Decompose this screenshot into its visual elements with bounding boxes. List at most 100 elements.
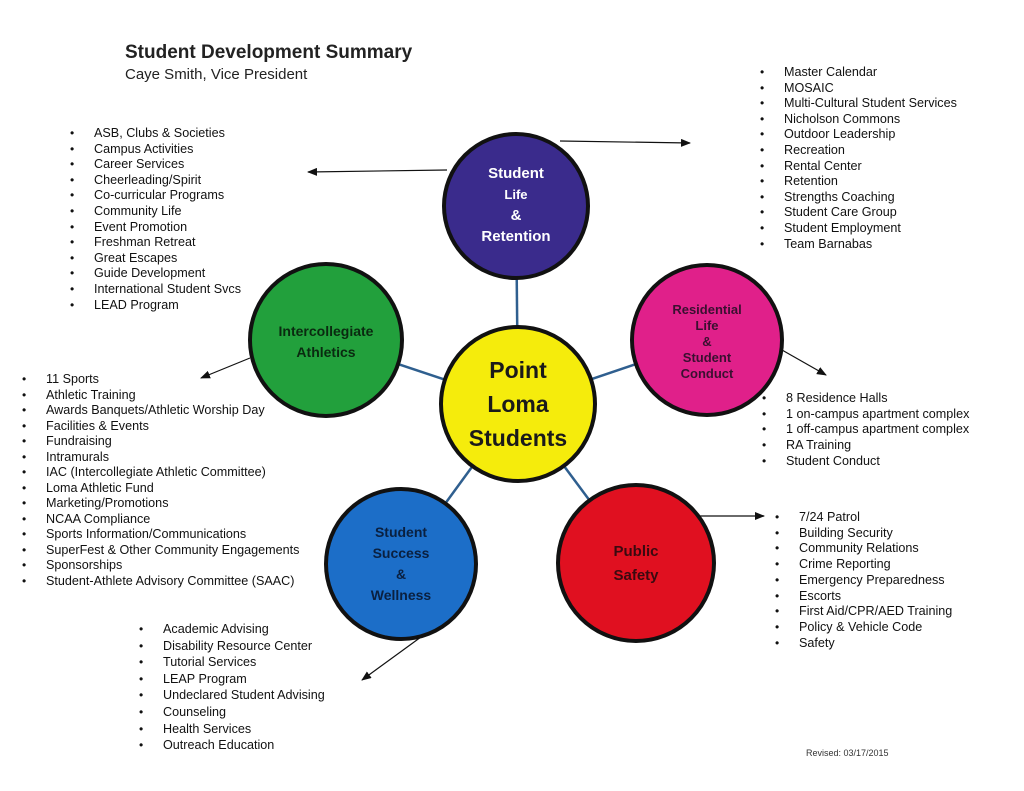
list-item: Escorts <box>775 589 952 605</box>
list-item: Student Employment <box>760 221 957 237</box>
arrow-success <box>361 636 422 681</box>
student-life-line: Life <box>504 187 528 202</box>
list-item: SuperFest & Other Community Engagements <box>22 543 299 559</box>
list-item: Policy & Vehicle Code <box>775 620 952 636</box>
list-item: Disability Resource Center <box>139 638 325 655</box>
arrow-residential <box>781 349 827 376</box>
list-item: Campus Activities <box>70 142 241 158</box>
list-item: RA Training <box>762 438 969 454</box>
list-item: Crime Reporting <box>775 557 952 573</box>
list-item: Cheerleading/Spirit <box>70 173 241 189</box>
connector-line-athletics <box>397 362 446 381</box>
list-item: Fundraising <box>22 434 299 450</box>
public-safety-line: Public <box>613 543 659 560</box>
list-item: 8 Residence Halls <box>762 391 969 407</box>
list-item: Safety <box>775 636 952 652</box>
student-life-right-list: Master CalendarMOSAICMulti-Cultural Stud… <box>760 65 957 252</box>
list-item: Great Escapes <box>70 251 241 267</box>
list-item: Nicholson Commons <box>760 112 957 128</box>
list-item: Outreach Education <box>139 737 325 754</box>
list-item: Intramurals <box>22 450 299 466</box>
list-item: 1 off-campus apartment complex <box>762 422 969 438</box>
list-item: 7/24 Patrol <box>775 510 952 526</box>
student-life-line: Student <box>488 165 544 182</box>
list-item: 11 Sports <box>22 372 299 388</box>
center-line: Loma <box>487 391 549 417</box>
athletics-node-label: Intercollegiate Athletics <box>279 321 374 363</box>
list-item: Sponsorships <box>22 558 299 574</box>
page-title: Student Development Summary <box>125 42 413 63</box>
list-item: International Student Svcs <box>70 282 241 298</box>
list-item: Awards Banquets/Athletic Worship Day <box>22 403 299 419</box>
center-line: Students <box>468 425 568 451</box>
list-item: Student-Athlete Advisory Committee (SAAC… <box>22 574 299 590</box>
connectors <box>397 277 637 505</box>
center-node-label: Point Loma Students <box>469 353 567 455</box>
list-item: Rental Center <box>760 159 957 175</box>
list-item: Emergency Preparedness <box>775 573 952 589</box>
list-item: Career Services <box>70 157 241 173</box>
connector-line-success <box>444 465 474 505</box>
success-line: Wellness <box>370 587 432 603</box>
success-node-label: Student Success & Wellness <box>371 522 431 606</box>
list-item: LEAD Program <box>70 298 241 314</box>
public-safety-list: 7/24 PatrolBuilding SecurityCommunity Re… <box>775 510 952 651</box>
list-item: Marketing/Promotions <box>22 496 299 512</box>
public-safety-circle <box>556 483 716 643</box>
list-item: Community Relations <box>775 541 952 557</box>
list-item: Building Security <box>775 526 952 542</box>
connector-line-residential <box>590 362 637 381</box>
list-item: Outdoor Leadership <box>760 127 957 143</box>
residential-line: Conduct <box>680 366 734 381</box>
residential-line: Life <box>695 318 719 333</box>
residential-list: 8 Residence Halls1 on-campus apartment c… <box>762 391 969 470</box>
list-item: Multi-Cultural Student Services <box>760 96 957 112</box>
student-life-line: & <box>510 207 522 224</box>
athletics-line: Athletics <box>296 344 356 360</box>
student-life-line: Retention <box>481 228 551 245</box>
list-item: 1 on-campus apartment complex <box>762 407 969 423</box>
student-life-node-label: Student Life & Retention <box>481 163 550 247</box>
residential-line: Residential <box>672 302 742 317</box>
success-circle <box>324 487 478 641</box>
list-item: Student Conduct <box>762 454 969 470</box>
arrow-student-life-right <box>559 138 691 147</box>
list-item: Counseling <box>139 704 325 721</box>
list-item: Undeclared Student Advising <box>139 687 325 704</box>
list-item: Health Services <box>139 721 325 738</box>
list-item: Facilities & Events <box>22 419 299 435</box>
arrow-student-life-left <box>307 167 448 176</box>
student-life-circle <box>442 132 590 280</box>
list-item: Tutorial Services <box>139 654 325 671</box>
list-item: IAC (Intercollegiate Athletic Committee) <box>22 465 299 481</box>
residential-node-label: Residential Life & Student Conduct <box>672 302 741 382</box>
list-item: Recreation <box>760 143 957 159</box>
list-item: Loma Athletic Fund <box>22 481 299 497</box>
success-line: Success <box>372 545 430 561</box>
list-item: LEAP Program <box>139 671 325 688</box>
list-item: ASB, Clubs & Societies <box>70 126 241 142</box>
list-item: Retention <box>760 174 957 190</box>
public-safety-line: Safety <box>613 567 659 584</box>
list-item: Event Promotion <box>70 220 241 236</box>
list-item: Student Care Group <box>760 205 957 221</box>
public-safety-node-label: Public Safety <box>613 540 658 588</box>
residential-line: Student <box>682 350 732 365</box>
center-line: Point <box>489 357 547 383</box>
athletics-line: Intercollegiate <box>278 323 374 339</box>
list-item: First Aid/CPR/AED Training <box>775 604 952 620</box>
revised-date: Revised: 03/17/2015 <box>806 748 889 758</box>
residential-line: & <box>702 334 712 349</box>
athletics-list: 11 SportsAthletic TrainingAwards Banquet… <box>22 372 299 589</box>
page-subtitle: Caye Smith, Vice President <box>125 66 308 83</box>
list-item: NCAA Compliance <box>22 512 299 528</box>
success-line: & <box>395 566 407 582</box>
list-item: Guide Development <box>70 266 241 282</box>
connector-line-public-safety <box>562 465 591 502</box>
list-item: Co-curricular Programs <box>70 188 241 204</box>
residential-circle <box>630 263 784 417</box>
list-item: Academic Advising <box>139 621 325 638</box>
list-item: Team Barnabas <box>760 237 957 253</box>
list-item: Community Life <box>70 204 241 220</box>
list-item: MOSAIC <box>760 81 957 97</box>
